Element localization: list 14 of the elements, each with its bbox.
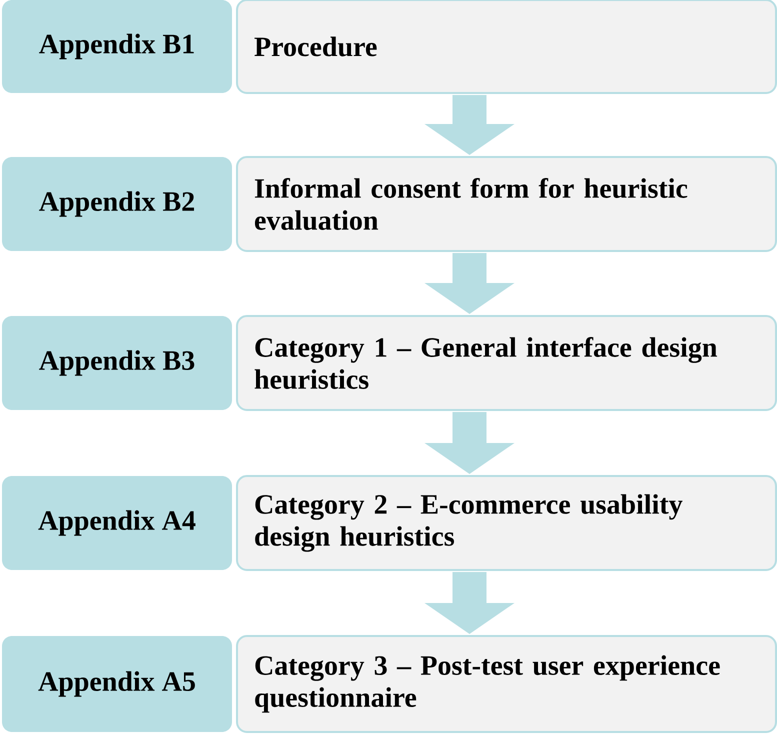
step-box: Category 2 – E-commerce usability design heuristics — [236, 475, 777, 571]
label-box: Appendix B2 — [2, 157, 232, 251]
step-box: Category 3 – Post-test user experience questionnaire — [236, 635, 777, 733]
arrow — [424, 412, 514, 474]
step-box: Informal consent form for heuristic evaluation — [236, 156, 777, 252]
label-box: Appendix B3 — [2, 316, 232, 410]
step-box: Category 1 – General interface design heuristics — [236, 315, 777, 411]
label-box: Appendix A4 — [2, 476, 232, 570]
arrow — [424, 572, 514, 634]
label-box: Appendix B1 — [2, 0, 232, 93]
arrow — [424, 95, 514, 155]
arrow — [424, 253, 514, 314]
label-box: Appendix A5 — [2, 636, 232, 732]
step-box: Procedure — [236, 0, 777, 94]
